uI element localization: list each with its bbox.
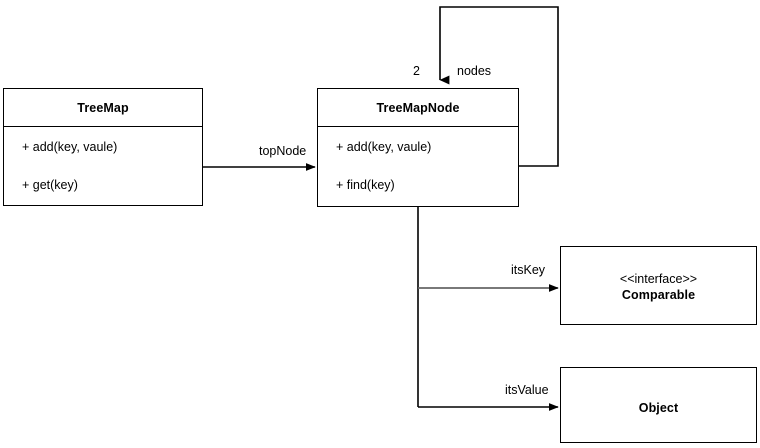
edge-label-topnode: topNode [259,144,307,158]
edge-multiplicity-nodes: 2 [413,64,420,78]
edge-label-nodes: nodes [457,64,492,78]
class-stereotype-comparable: <<interface>> [619,272,698,286]
edge-nodes-self-loop [439,6,559,167]
class-divider-treemapnode [318,126,518,127]
class-member-treemapnode-1: + find(key) [336,178,395,192]
class-divider-treemap [4,126,202,127]
edge-label-itsvalue: itsValue [505,383,549,397]
class-box-comparable[interactable]: <<interface>> Comparable [560,246,757,325]
edge-label-itskey: itsKey [511,263,546,277]
class-member-treemap-0: + add(key, vaule) [22,140,118,154]
class-name-treemap: TreeMap [77,101,129,115]
class-name-treemapnode: TreeMapNode [376,101,460,115]
class-member-treemap-1: + get(key) [22,178,78,192]
class-name-object: Object [638,401,679,415]
class-name-comparable: Comparable [621,288,696,302]
class-box-object[interactable]: Object [560,367,757,443]
class-box-treemap[interactable]: TreeMap + add(key, vaule) + get(key) [3,88,203,206]
class-box-treemapnode[interactable]: TreeMapNode + add(key, vaule) + find(key… [317,88,519,207]
class-member-treemapnode-0: + add(key, vaule) [336,140,432,154]
